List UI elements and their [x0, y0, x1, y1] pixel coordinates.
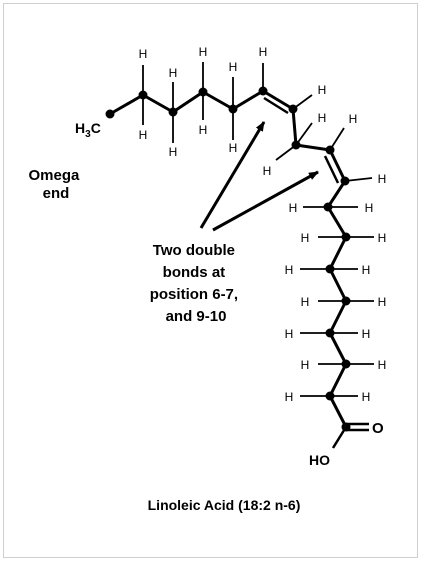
figure-caption: Linoleic Acid (18:2 n-6) [148, 497, 301, 513]
hydrogen-label: H [263, 164, 272, 178]
hydrogen-label: H [362, 263, 371, 277]
hydrogen-label: H [378, 295, 387, 309]
hydrogen-label: H [139, 128, 148, 142]
hydrogen-label: H [199, 123, 208, 137]
hydrogen-label: H [285, 327, 294, 341]
double-bond-annotation: Two double bonds at position 6-7, and 9-… [150, 242, 243, 325]
hydrogen-label: H [301, 231, 310, 245]
hydrogen-label: H [362, 390, 371, 404]
carbon-atoms [105, 86, 351, 432]
hydrogen-label: H [169, 66, 178, 80]
arrow-to-double-bond-9-10 [212, 170, 319, 232]
hydroxyl-label: HO [309, 452, 330, 468]
carbonyl-oxygen-label: O [372, 420, 384, 437]
hydrogen-label: H [365, 201, 374, 215]
hydrogen-label: H [259, 45, 268, 59]
hydrogen-label: H [199, 45, 208, 59]
hydrogen-label: H [229, 141, 238, 155]
carbon-chain [109, 89, 348, 428]
hydrogen-label: H [139, 47, 148, 61]
hydrogen-label: H [362, 327, 371, 341]
hydrogen-label: H [378, 231, 387, 245]
hydrogen-label: H [285, 263, 294, 277]
terminal-methyl-label: H3C [75, 120, 101, 140]
hydrogen-labels: H H H H H H H H H H H H H H H H H H H H … [139, 45, 387, 404]
annotation-arrows [199, 121, 319, 232]
hydrogen-label: H [318, 111, 327, 125]
hydrogen-label: H [169, 145, 178, 159]
hydrogen-label: H [229, 60, 238, 74]
hydrogen-label: H [285, 390, 294, 404]
double-bonds [263, 96, 369, 449]
omega-label: Omega end [28, 167, 83, 202]
arrow-to-double-bond-6-7 [199, 121, 266, 229]
hydrogen-label: H [301, 295, 310, 309]
ch-bonds [142, 62, 374, 397]
hydrogen-label: H [378, 172, 387, 186]
hydrogen-label: H [349, 112, 358, 126]
double-bond-9-10 [323, 155, 340, 184]
hydrogen-label: H [378, 358, 387, 372]
hydrogen-label: H [289, 201, 298, 215]
hydrogen-label: H [318, 83, 327, 97]
hydrogen-label: H [301, 358, 310, 372]
double-bond-6-7 [263, 96, 289, 115]
